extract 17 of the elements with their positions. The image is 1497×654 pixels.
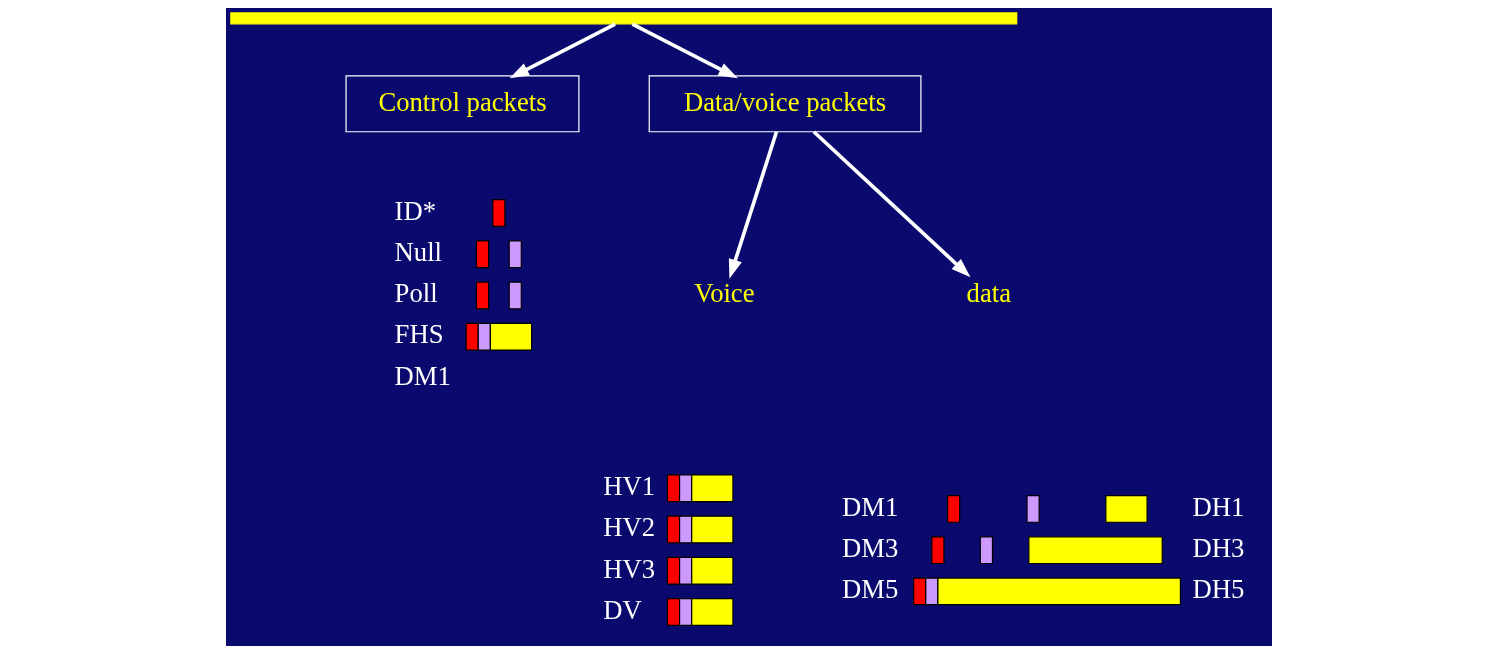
label: DM3 <box>841 532 898 563</box>
label: Poll <box>394 278 438 309</box>
label: HV1 <box>602 471 655 502</box>
label: DH1 <box>1192 491 1244 522</box>
label: DM1 <box>394 360 451 391</box>
label: HV3 <box>602 553 655 584</box>
node-text: Voice <box>693 278 755 309</box>
label: HV2 <box>602 512 655 543</box>
label: ID* <box>394 195 436 226</box>
node-text: data <box>966 278 1011 309</box>
label: DH5 <box>1192 574 1244 605</box>
label: FHS <box>394 319 444 350</box>
label: Null <box>394 237 442 268</box>
label: DM5 <box>841 574 898 605</box>
label: DH3 <box>1192 532 1244 563</box>
label: DM1 <box>841 491 898 522</box>
label: DV <box>602 594 642 625</box>
